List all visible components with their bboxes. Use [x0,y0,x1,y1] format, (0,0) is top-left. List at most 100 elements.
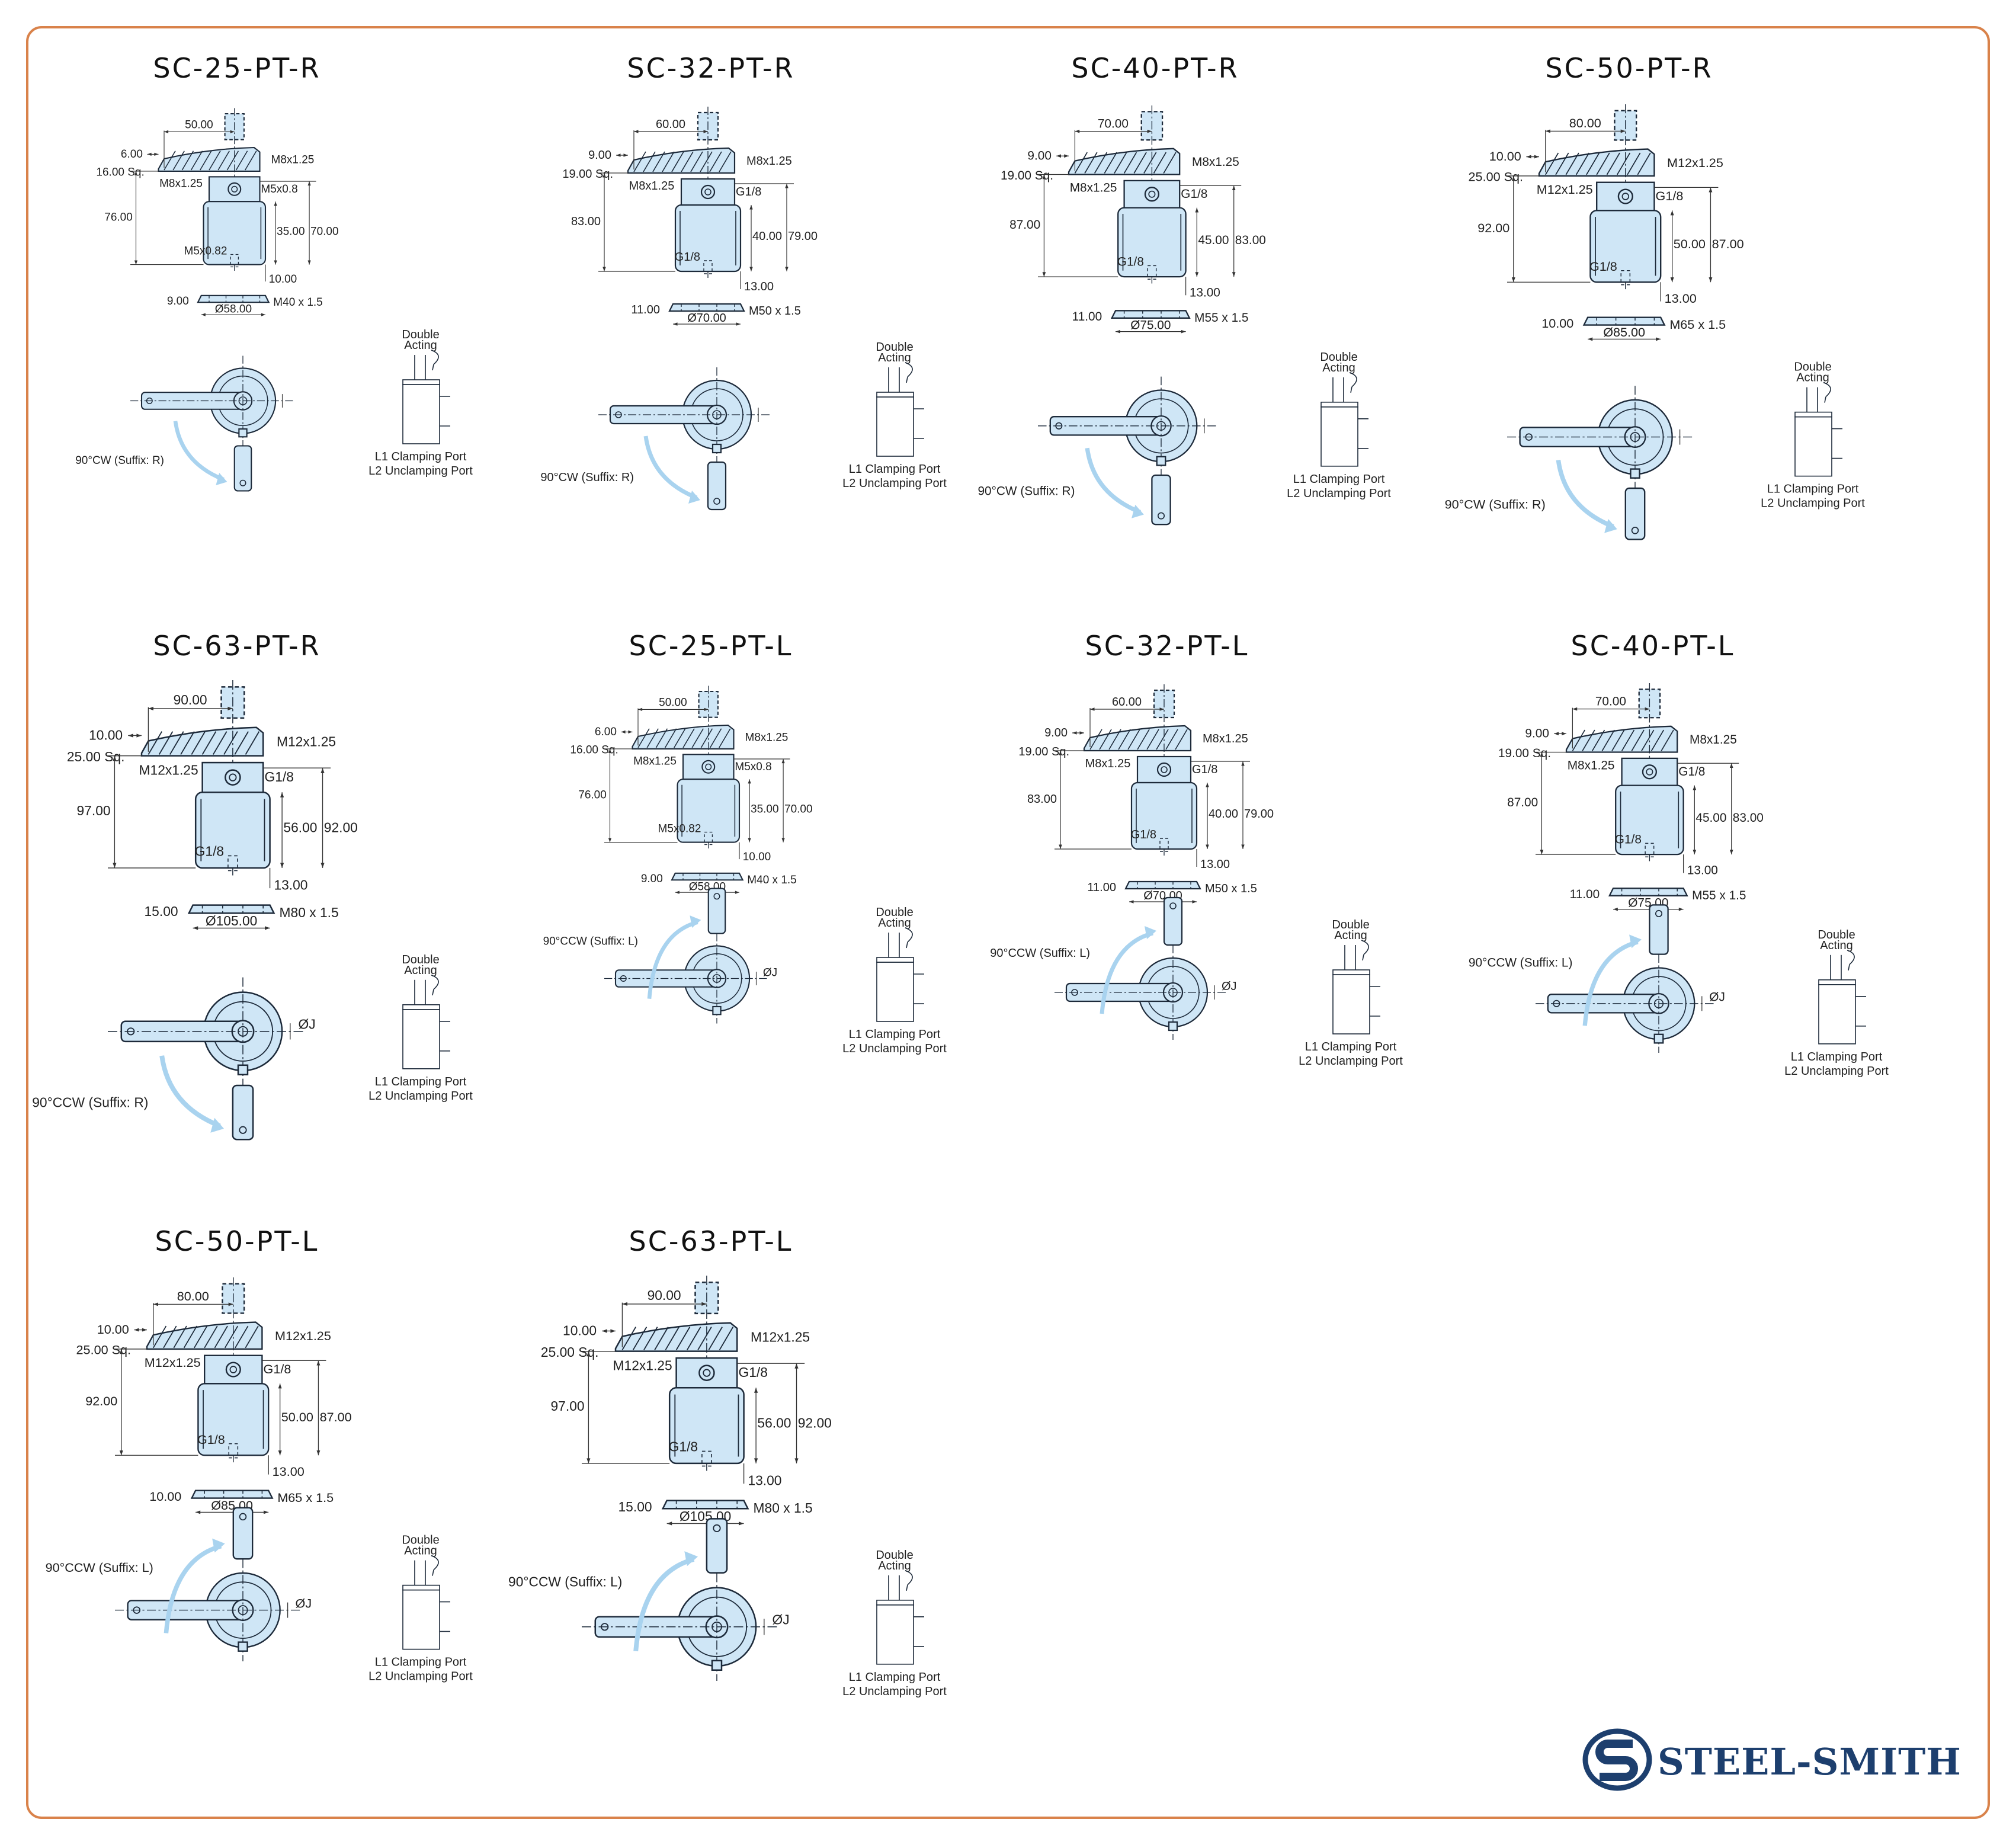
cylinder-body [1589,210,1662,283]
port-bottom: G1/8 [1615,832,1642,846]
dim-total-height: 97.00 [76,803,110,818]
model-title: SC-50-PT-R [1545,52,1713,84]
dim-square: 19.00 Sq. [1498,747,1551,760]
cylinder-body [197,1383,270,1456]
dim-square: 16.00 Sq. [96,166,144,179]
l1-clamping-port: L1 Clamping Port [1791,1050,1883,1064]
double-acting-label: Double [876,341,913,354]
dim-body-height: 35.00 [751,803,779,815]
dim-arm-length: 50.00 [185,119,213,132]
arm-rotated [232,1507,254,1560]
double-acting-label: Double [1794,361,1831,374]
model-title: SC-40-PT-R [1071,52,1239,84]
nut-height: 9.00 [641,873,663,885]
dim-arm-length: 50.00 [659,697,687,709]
port-bottom: M5x0.82 [184,245,227,258]
dim-arm-length: 70.00 [1098,117,1129,130]
port-top: G1/8 [264,1362,291,1376]
top-view: 90°CCW (Suffix: L)ØJ [1469,904,1725,1053]
model-title: SC-25-PT-R [153,52,321,84]
nut-thread: M80 x 1.5 [280,905,339,920]
top-view: 90°CW (Suffix: R) [540,367,770,511]
thread-top: M8x1.25 [271,154,315,166]
dim-side-height: 79.00 [1244,808,1274,821]
nut-thread: M50 x 1.5 [1205,882,1257,895]
nut-thread: M40 x 1.5 [273,296,322,309]
nut-thread: M80 x 1.5 [754,1500,813,1516]
arm-rotated [1624,487,1646,540]
l1-clamping-port: L1 Clamping Port [1767,483,1859,496]
port-bottom: G1/8 [195,843,224,859]
double-acting-label-2: Acting [404,1545,437,1558]
nut-diameter: Ø105.00 [206,913,257,928]
rotation-label: 90°CW (Suffix: R) [75,454,164,467]
nut-thread: M55 x 1.5 [1194,311,1248,325]
cylinder-body [674,204,742,273]
nut-height: 11.00 [1087,881,1116,894]
thread-top: M8x1.25 [1192,155,1239,169]
dim-small: 10.00 [97,1322,129,1337]
model-title: SC-50-PT-L [155,1225,319,1257]
rotation-label: 90°CW (Suffix: R) [540,471,634,484]
rotation-arrow [647,920,698,999]
arm-rotated [707,461,727,511]
top-view: 90°CCW (Suffix: L)ØJ [46,1507,312,1661]
port-bottom: G1/8 [675,251,700,264]
port-top: G1/8 [1678,765,1705,779]
port-top: G1/8 [1656,188,1684,203]
dim-body-height: 45.00 [1198,233,1229,247]
top-view: 90°CW (Suffix: R) [977,376,1217,526]
l2-unclamping-port: L2 Unclamping Port [842,477,947,490]
brand-logo: STEEL-SMITH [1582,1727,1961,1792]
cylinder-symbol [1332,974,1370,1034]
nut-thread: M65 x 1.5 [1669,317,1726,332]
clamp-arm [632,724,735,749]
rotation-arrow [1582,940,1639,1026]
nut-height: 10.00 [1541,316,1573,331]
dim-total-height: 76.00 [578,789,607,802]
dim-arm-length: 60.00 [1112,696,1142,709]
cylinder-symbol [876,1604,914,1665]
model-title: SC-32-PT-L [1085,630,1249,662]
dim-arm-length: 80.00 [1569,116,1601,130]
dim-arm-length: 90.00 [174,692,207,707]
dim-bottom: 13.00 [1687,863,1718,877]
rotation-arrow [1085,447,1141,514]
cylinder-body [1117,207,1187,278]
page-frame [26,26,1990,1819]
clamp-arm [627,147,736,174]
rotation-label: 90°CCW (Suffix: L) [46,1560,153,1575]
dim-small: 6.00 [595,726,617,738]
port-bottom: G1/8 [669,1439,698,1454]
dim-total-height: 97.00 [550,1398,584,1414]
arm-rotated [1151,474,1171,526]
dim-side-height: 92.00 [798,1415,832,1431]
cylinder-symbol [1818,984,1856,1045]
cylinder-symbol [876,396,914,457]
double-acting-label: Double [876,906,913,919]
dim-bottom: 13.00 [744,280,774,293]
dim-side-height: 70.00 [784,803,813,815]
model-title: SC-63-PT-L [629,1225,793,1257]
dim-bottom: 13.00 [273,1464,305,1479]
dim-small: 10.00 [1489,149,1521,164]
clamp-arm [146,1321,263,1350]
dim-side-height: 83.00 [1733,811,1764,825]
double-acting-label-2: Acting [878,351,911,364]
dim-arm-length: 90.00 [648,1287,681,1303]
